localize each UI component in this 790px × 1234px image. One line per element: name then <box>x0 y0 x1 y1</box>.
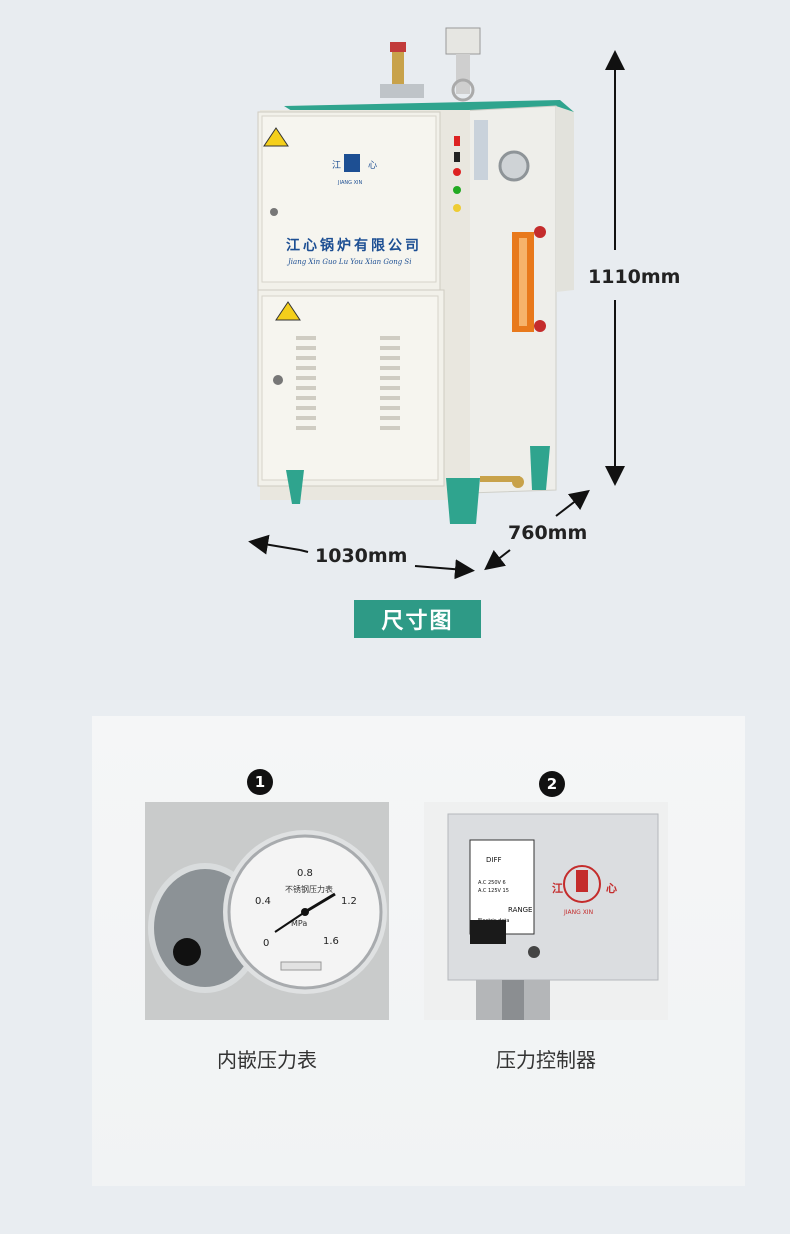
bottom-band <box>0 1186 790 1234</box>
machine-logo-left: 江 <box>332 160 341 171</box>
pressure-gauge-label: 内嵌压力表 <box>217 1048 317 1072</box>
section-title-badge: 尺寸图 <box>354 600 481 638</box>
pressure-controller-label: 压力控制器 <box>496 1048 596 1072</box>
depth-dimension: 760mm <box>508 522 588 544</box>
width-dimension: 1030mm <box>315 545 408 567</box>
gauge-tick-1-2: 1.2 <box>341 896 357 907</box>
dimension-arrows <box>248 50 625 580</box>
controller-ac2: A.C 125V 15 <box>478 888 509 894</box>
steam-boiler-illustration: 江 心 JIANG XIN 江心锅炉有限公司 Jiang Xin Guo Lu … <box>257 27 574 524</box>
pressure-gauge-photo: 0.8 0.4 1.2 0 1.6 不锈钢压力表 MPa <box>145 802 389 1020</box>
height-dimension: 1110mm <box>588 266 681 288</box>
machine-brand-pinyin: Jiang Xin Guo Lu You Xian Gong Si <box>286 258 411 266</box>
gauge-tick-0-4: 0.4 <box>255 896 271 907</box>
controller-range: RANGE <box>508 906 532 914</box>
controller-logo-sub: JIANG XIN <box>563 909 593 916</box>
machine-brand-cn: 江心锅炉有限公司 <box>286 237 422 254</box>
gauge-unit: MPa <box>291 919 307 928</box>
controller-logo-right: 心 <box>606 882 617 895</box>
gauge-tick-0: 0 <box>263 938 269 949</box>
machine-logo-sub: JIANG XIN <box>337 180 362 186</box>
machine-logo-right: 心 <box>368 160 377 171</box>
controller-logo-left: 江 <box>552 881 563 895</box>
gauge-brand: 不锈钢压力表 <box>285 884 333 894</box>
controller-ac1: A.C 250V 6 <box>478 880 506 886</box>
gauge-tick-1-6: 1.6 <box>323 936 339 947</box>
controller-diff: DIFF <box>486 856 502 864</box>
pressure-controller-photo: DIFF RANGE A.C 250V 6 A.C 125V 15 Electr… <box>424 802 668 1020</box>
component-number-2: 2 <box>539 771 565 797</box>
product-dimension-section: 江 心 JIANG XIN 江心锅炉有限公司 Jiang Xin Guo Lu … <box>248 27 681 638</box>
gauge-tick-0-8: 0.8 <box>297 868 313 879</box>
component-number-1: 1 <box>247 769 273 795</box>
